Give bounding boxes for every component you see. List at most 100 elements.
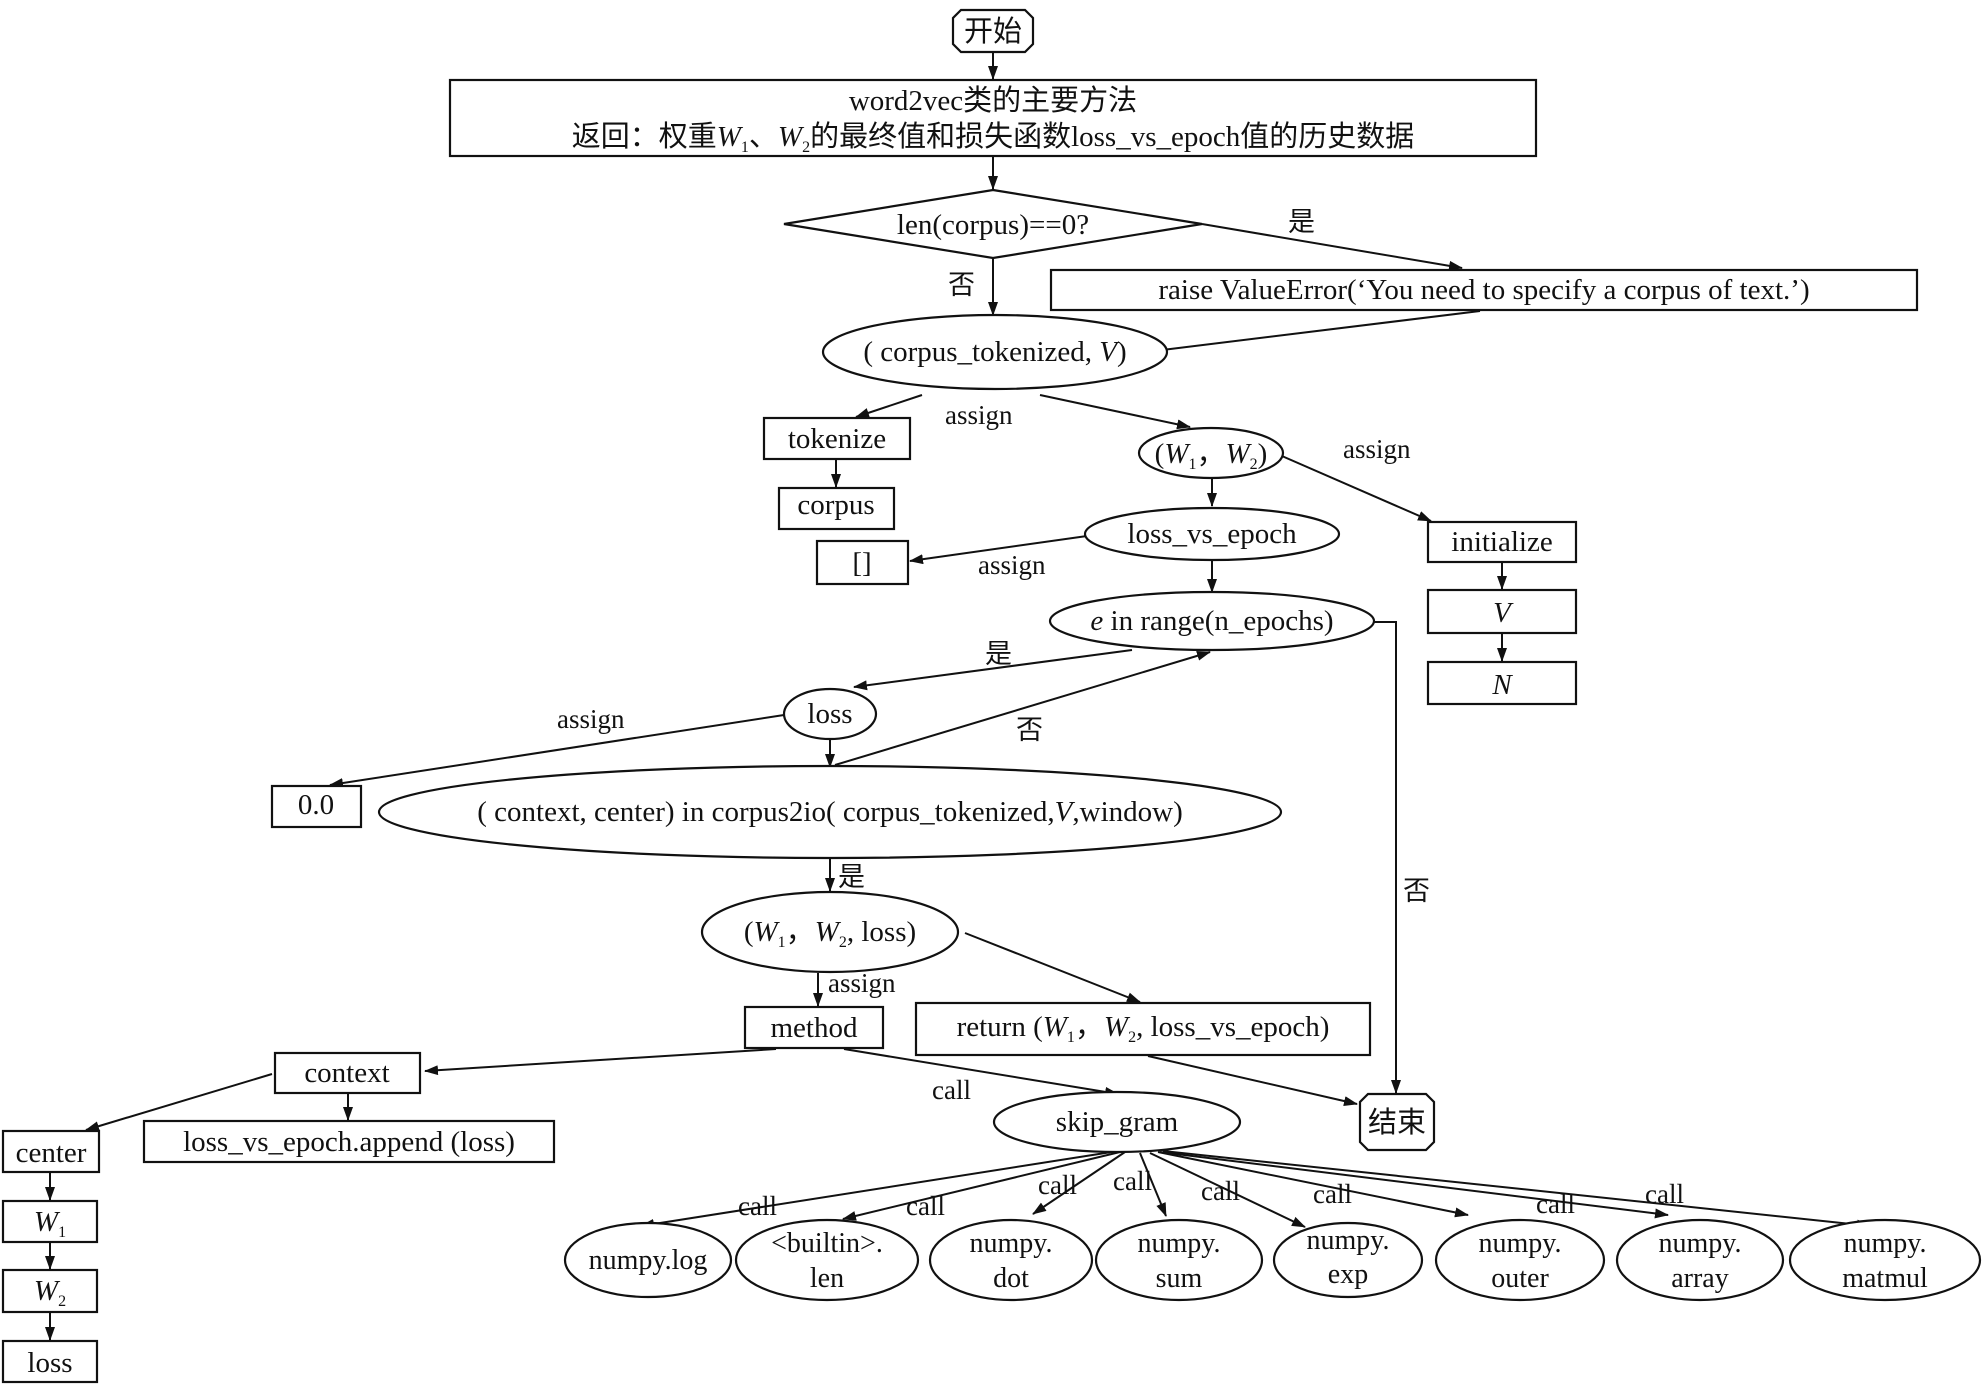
edge-call-np-log [640,1150,1119,1229]
np-len-label-1: <builtin>. [771,1228,883,1259]
edge-method-skipgram [843,1048,1119,1097]
edge-range-loss [853,649,1133,691]
np-outer-label-1: numpy. [1479,1228,1562,1259]
np-matmul-label-2: matmul [1842,1263,1928,1294]
edge-ctxloop-range [834,650,1211,766]
edge-call-matmul [1162,1150,1871,1230]
np-log-label: numpy.log [589,1245,708,1276]
start-label: 开始 [964,15,1022,48]
ctx-loop-ellipse: ( context, center) in corpus2io( corpus_… [377,764,1283,860]
corpus-tok-ellipse: ( corpus_tokenized, V) [821,313,1169,391]
corpus-label: corpus [797,489,874,521]
np-exp-label-1: numpy. [1307,1225,1390,1256]
np-len-ellipse: <builtin>. len [734,1218,920,1302]
V-label: V [1493,597,1514,629]
edge-corpustok-tokenize [855,394,923,418]
loss-ellipse: loss [782,687,878,741]
edge-lossvsepoch-empty [909,535,1088,565]
edge-raise-corpustok [1145,310,1481,356]
tokenize-label: tokenize [788,423,886,455]
corpus-box: corpus [777,486,896,531]
edge-method-context [424,1048,777,1076]
empty-list-label: [] [852,547,871,579]
W1-label: W1 [34,1206,66,1241]
skip-gram-label: skip_gram [1056,1106,1179,1138]
edge-call-outer [1157,1151,1469,1218]
ctx-loop-label: ( context, center) in corpus2io( corpus_… [477,796,1182,828]
wl-label: (W1，W2, loss) [744,916,916,951]
label-call-exp: call [1201,1176,1240,1206]
edge-return-end [1147,1055,1358,1106]
label-call-array: call [1536,1189,1575,1219]
np-dot-label-2: dot [993,1263,1029,1294]
method-box: method [743,1005,885,1050]
edge-corpustok-w12 [1039,394,1191,430]
w12-ellipse: (W1，W2) [1137,426,1285,480]
np-sum-label-2: sum [1156,1263,1203,1294]
np-matmul-label-1: numpy. [1844,1228,1927,1259]
zero-box: 0.0 [270,784,363,829]
edge-call-array [1159,1151,1669,1219]
zero-label: 0.0 [298,789,334,821]
edge-call-sum [1139,1152,1167,1217]
np-array-label-1: numpy. [1659,1228,1742,1259]
method-label: method [771,1012,858,1044]
empty-list-box: [] [815,539,910,586]
label-call-matmul: call [1645,1179,1684,1209]
range-label: e in range(n_epochs) [1090,605,1333,637]
edge-cond-raise [1201,223,1463,271]
label-call-sum: call [1113,1166,1152,1196]
N-label: N [1491,669,1513,701]
loss-box: loss [1,1339,99,1384]
label-call-outer: call [1313,1179,1352,1209]
label-call-len: call [906,1191,945,1221]
loss-vs-epoch-ellipse: loss_vs_epoch [1083,506,1341,562]
raise-label: raise ValueError(‘You need to specify a … [1158,274,1809,306]
context-label: context [304,1057,389,1089]
context-box: context [273,1051,422,1095]
W2-box: W2 [1,1268,99,1314]
np-array-label-2: array [1671,1263,1729,1294]
label-no-cond: 否 [948,270,975,300]
cond-len-label: len(corpus)==0? [897,209,1089,241]
np-sum-label-1: numpy. [1138,1228,1221,1259]
np-sum-ellipse: numpy. sum [1094,1218,1264,1302]
np-dot-label-1: numpy. [970,1228,1053,1259]
wl-ellipse: (W1，W2, loss) [700,890,960,974]
np-array-ellipse: numpy. array [1615,1218,1785,1302]
return-box: return (W1，W2, loss_vs_epoch) [914,1001,1372,1057]
np-len-label-2: len [810,1263,844,1294]
np-matmul-ellipse: numpy. matmul [1788,1218,1982,1302]
header-line1: word2vec类的主要方法 [849,84,1137,117]
np-exp-ellipse: numpy. exp [1272,1221,1424,1299]
label-call-log: call [738,1191,777,1221]
label-yes-wl: 是 [838,862,865,892]
center-box: center [1,1129,101,1174]
edge-loss-zero [329,714,785,788]
label-no-end: 否 [1403,876,1430,906]
corpus-tok-label: ( corpus_tokenized, V) [863,336,1126,368]
label-assign-corpustok: assign [945,400,1013,430]
np-log-ellipse: numpy.log [563,1221,733,1299]
np-dot-ellipse: numpy. dot [928,1218,1094,1302]
w12-label: (W1，W2) [1155,438,1268,473]
edge-call-dot [1032,1151,1126,1215]
loss-vs-epoch-label: loss_vs_epoch [1127,518,1297,550]
V-box: V [1426,588,1578,635]
loss-box-label: loss [27,1347,72,1379]
label-call-skipgram: call [932,1075,971,1105]
label-yes-loop: 是 [985,639,1012,669]
edge-call-exp [1149,1152,1306,1228]
label-assign-empty: assign [978,550,1046,580]
skip-gram-ellipse: skip_gram [992,1090,1242,1154]
initialize-label: initialize [1451,526,1552,558]
label-call-dot: call [1038,1170,1077,1200]
label-assign-w12: assign [1343,434,1411,464]
start-node: 开始 [951,8,1035,54]
nodes: 开始 word2vec类的主要方法 返回：权重W1、W2的最终值和损失函数los… [1,8,1982,1384]
header-box: word2vec类的主要方法 返回：权重W1、W2的最终值和损失函数loss_v… [448,78,1538,158]
center-label: center [16,1137,87,1169]
np-outer-ellipse: numpy. outer [1434,1218,1606,1302]
edges [45,52,1871,1341]
